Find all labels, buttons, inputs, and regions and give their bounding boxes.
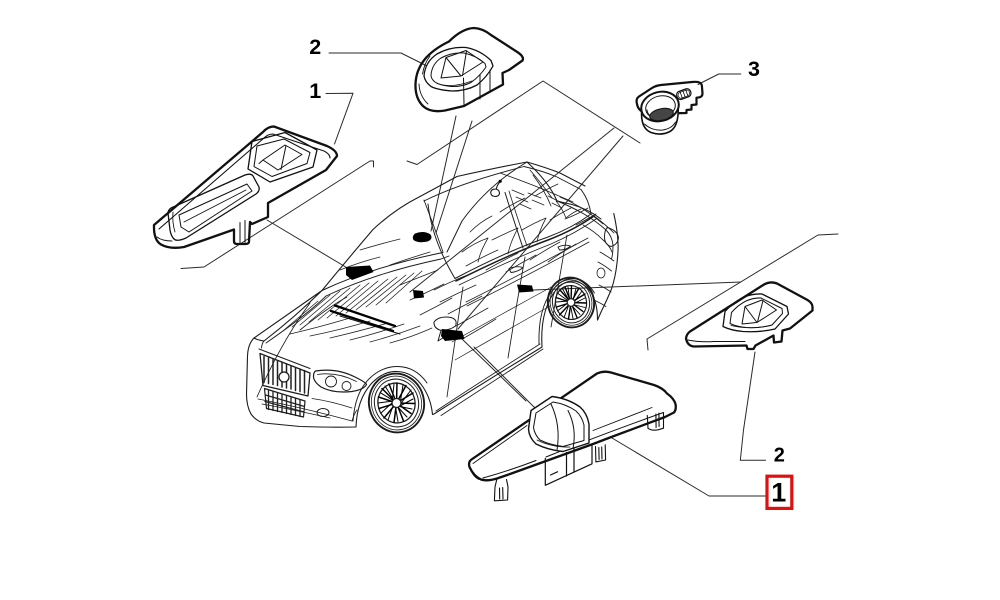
svg-text:3: 3 xyxy=(748,57,760,81)
svg-text:2: 2 xyxy=(774,445,785,467)
svg-text:1: 1 xyxy=(309,79,321,103)
svg-text:2: 2 xyxy=(309,35,321,59)
svg-text:1: 1 xyxy=(771,477,786,507)
